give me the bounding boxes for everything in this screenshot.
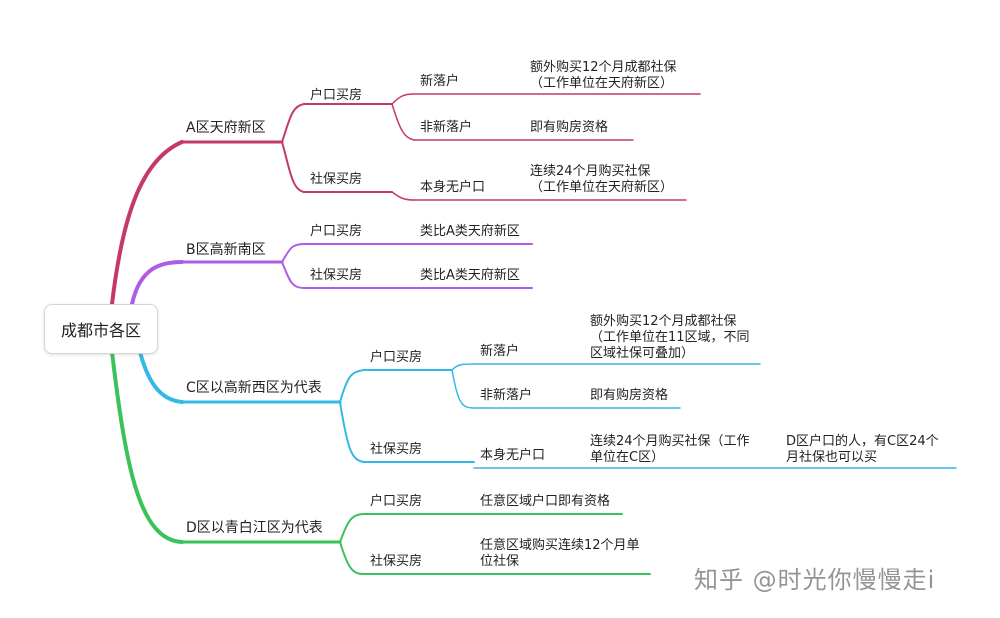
node-c-shebao[interactable]: 社保买房: [370, 442, 423, 457]
note-c-new-hukou-3: 区域社保可叠加）: [590, 346, 695, 361]
node-c-old-hukou[interactable]: 非新落户: [480, 388, 533, 403]
node-a-shebao[interactable]: 社保买房: [310, 172, 363, 187]
node-a-tianfu[interactable]: A区天府新区: [186, 120, 266, 136]
node-b-shebao[interactable]: 社保买房: [310, 268, 363, 283]
note-a-no-hukou-1: 连续24个月购买社保: [530, 164, 651, 179]
note-c-old-hukou: 即有购房资格: [590, 388, 669, 403]
node-a-hukou[interactable]: 户口买房: [310, 88, 363, 103]
node-b-hukou[interactable]: 户口买房: [310, 224, 363, 239]
note-d-hukou: 任意区域户口即有资格: [480, 494, 611, 509]
node-c-hukou[interactable]: 户口买房: [370, 350, 423, 365]
root-node[interactable]: 成都市各区: [44, 304, 158, 354]
node-b-gaoxin-south[interactable]: B区高新南区: [186, 242, 266, 258]
note-c-extra-1: D区户口的人，有C区24个: [786, 434, 939, 449]
note-a-new-hukou-1: 额外购买12个月成都社保: [530, 60, 677, 75]
note-a-old-hukou: 即有购房资格: [530, 120, 609, 135]
note-c-extra-2: 月社保也可以买: [786, 450, 878, 465]
node-d-hukou[interactable]: 户口买房: [370, 494, 423, 509]
node-c-new-hukou[interactable]: 新落户: [480, 344, 520, 359]
branch-c-lines: [138, 350, 957, 469]
note-a-new-hukou-2: （工作单位在天府新区）: [530, 76, 674, 91]
branch-d-lines: [110, 350, 651, 575]
note-c-no-hukou-2: 单位在C区）: [590, 450, 665, 465]
node-c-no-hukou[interactable]: 本身无户口: [480, 448, 546, 463]
node-d-shebao[interactable]: 社保买房: [370, 554, 423, 569]
node-d-qingbaijiang[interactable]: D区以青白江区为代表: [186, 520, 323, 536]
note-c-no-hukou-1: 连续24个月购买社保（工作: [590, 434, 750, 449]
note-b-hukou: 类比A类天府新区: [420, 224, 520, 239]
branch-b-lines: [130, 243, 533, 306]
note-d-shebao-2: 位社保: [480, 554, 520, 569]
branch-a-lines: [110, 93, 701, 306]
note-a-no-hukou-2: （工作单位在天府新区）: [530, 180, 674, 195]
note-d-shebao-1: 任意区域购买连续12个月单: [480, 538, 640, 553]
note-c-new-hukou-1: 额外购买12个月成都社保: [590, 314, 737, 329]
node-a-new-hukou[interactable]: 新落户: [420, 74, 460, 89]
note-c-new-hukou-2: （工作单位在11区域，不同: [590, 330, 750, 345]
watermark: 知乎 @时光你慢慢走i: [694, 566, 936, 594]
node-c-gaoxin-west[interactable]: C区以高新西区为代表: [186, 380, 322, 396]
node-a-old-hukou[interactable]: 非新落户: [420, 120, 473, 135]
note-b-shebao: 类比A类天府新区: [420, 268, 520, 283]
node-a-no-hukou[interactable]: 本身无户口: [420, 180, 486, 195]
